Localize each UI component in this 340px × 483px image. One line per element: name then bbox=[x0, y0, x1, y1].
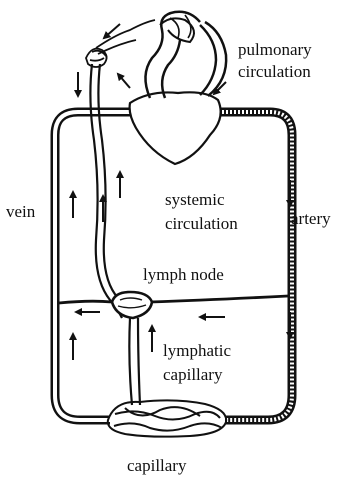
capillary-bed bbox=[108, 400, 226, 436]
systemic-label-line1: systemic bbox=[165, 190, 225, 209]
lymph-node-label: lymph node bbox=[143, 265, 224, 284]
pulmonary-capillary-bed bbox=[86, 20, 155, 67]
lymphatic-label-line1: lymphatic bbox=[163, 341, 231, 360]
capillary-label: capillary bbox=[127, 456, 187, 475]
heart-shape bbox=[130, 92, 221, 164]
pulmonary-loop bbox=[145, 12, 226, 98]
pulmonary-label-line1: pulmonary bbox=[238, 40, 312, 59]
vein-label: vein bbox=[6, 202, 36, 221]
ascending-vessel bbox=[90, 64, 122, 318]
pulmonary-label-line2: circulation bbox=[238, 62, 311, 81]
lymphatic-label-line2: capillary bbox=[163, 365, 223, 384]
systemic-label-line2: circulation bbox=[165, 214, 238, 233]
artery-label: artery bbox=[291, 209, 331, 228]
